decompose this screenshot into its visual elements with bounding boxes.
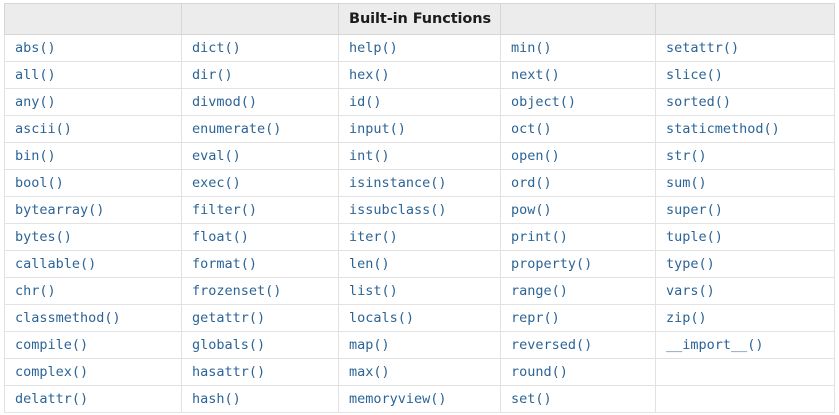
- builtin-function-cell[interactable]: bytearray(): [4, 196, 182, 224]
- table-header-cell-empty: [500, 3, 656, 35]
- table-row: all()dir()hex()next()slice(): [4, 61, 835, 89]
- table-row: bytes()float()iter()print()tuple(): [4, 223, 835, 251]
- builtin-function-cell[interactable]: abs(): [4, 34, 182, 62]
- builtin-function-cell[interactable]: any(): [4, 88, 182, 116]
- builtin-function-cell[interactable]: callable(): [4, 250, 182, 278]
- table-row: bin()eval()int()open()str(): [4, 142, 835, 170]
- table-row: ascii()enumerate()input()oct()staticmeth…: [4, 115, 835, 143]
- builtin-function-cell[interactable]: slice(): [655, 61, 835, 89]
- builtin-function-cell[interactable]: chr(): [4, 277, 182, 305]
- builtin-function-cell[interactable]: range(): [500, 277, 656, 305]
- builtin-function-cell[interactable]: staticmethod(): [655, 115, 835, 143]
- builtin-function-cell[interactable]: vars(): [655, 277, 835, 305]
- builtin-function-cell[interactable]: float(): [181, 223, 339, 251]
- builtin-function-cell[interactable]: delattr(): [4, 385, 182, 413]
- table-row: callable()format()len()property()type(): [4, 250, 835, 278]
- table-header-cell-empty: [655, 3, 835, 35]
- builtin-function-cell[interactable]: open(): [500, 142, 656, 170]
- table-cell-empty: [655, 385, 835, 413]
- builtin-function-cell[interactable]: setattr(): [655, 34, 835, 62]
- builtin-functions-table: Built-in Functions abs()dict()help()min(…: [4, 3, 835, 413]
- builtin-function-cell[interactable]: globals(): [181, 331, 339, 359]
- builtin-function-cell[interactable]: getattr(): [181, 304, 339, 332]
- builtin-function-cell[interactable]: bool(): [4, 169, 182, 197]
- table-header-cell-empty: [4, 3, 182, 35]
- table-row: abs()dict()help()min()setattr(): [4, 34, 835, 62]
- builtin-function-cell[interactable]: compile(): [4, 331, 182, 359]
- builtin-function-cell[interactable]: list(): [338, 277, 501, 305]
- builtin-function-cell[interactable]: format(): [181, 250, 339, 278]
- builtin-function-cell[interactable]: sorted(): [655, 88, 835, 116]
- table-body: abs()dict()help()min()setattr()all()dir(…: [4, 34, 835, 413]
- builtin-function-cell[interactable]: str(): [655, 142, 835, 170]
- table-row: delattr()hash()memoryview()set(): [4, 385, 835, 413]
- builtin-function-cell[interactable]: type(): [655, 250, 835, 278]
- table-cell-empty: [655, 358, 835, 386]
- builtin-function-cell[interactable]: reversed(): [500, 331, 656, 359]
- builtin-function-cell[interactable]: filter(): [181, 196, 339, 224]
- builtin-function-cell[interactable]: object(): [500, 88, 656, 116]
- builtin-function-cell[interactable]: eval(): [181, 142, 339, 170]
- builtin-function-cell[interactable]: hash(): [181, 385, 339, 413]
- table-row: any()divmod()id()object()sorted(): [4, 88, 835, 116]
- builtin-function-cell[interactable]: int(): [338, 142, 501, 170]
- table-row: bytearray()filter()issubclass()pow()supe…: [4, 196, 835, 224]
- builtin-function-cell[interactable]: sum(): [655, 169, 835, 197]
- table-row: bool()exec()isinstance()ord()sum(): [4, 169, 835, 197]
- table-title-header-cell: Built-in Functions: [338, 3, 501, 35]
- builtin-function-cell[interactable]: tuple(): [655, 223, 835, 251]
- builtin-function-cell[interactable]: classmethod(): [4, 304, 182, 332]
- builtin-function-cell[interactable]: iter(): [338, 223, 501, 251]
- table-row: complex()hasattr()max()round(): [4, 358, 835, 386]
- builtin-function-cell[interactable]: __import__(): [655, 331, 835, 359]
- builtin-function-cell[interactable]: help(): [338, 34, 501, 62]
- builtin-function-cell[interactable]: divmod(): [181, 88, 339, 116]
- builtin-function-cell[interactable]: dir(): [181, 61, 339, 89]
- builtin-function-cell[interactable]: oct(): [500, 115, 656, 143]
- builtin-function-cell[interactable]: super(): [655, 196, 835, 224]
- builtin-function-cell[interactable]: hasattr(): [181, 358, 339, 386]
- builtin-function-cell[interactable]: all(): [4, 61, 182, 89]
- builtin-function-cell[interactable]: complex(): [4, 358, 182, 386]
- builtin-function-cell[interactable]: id(): [338, 88, 501, 116]
- builtin-function-cell[interactable]: locals(): [338, 304, 501, 332]
- builtin-function-cell[interactable]: ascii(): [4, 115, 182, 143]
- builtin-function-cell[interactable]: frozenset(): [181, 277, 339, 305]
- builtin-function-cell[interactable]: len(): [338, 250, 501, 278]
- builtin-function-cell[interactable]: min(): [500, 34, 656, 62]
- builtin-function-cell[interactable]: pow(): [500, 196, 656, 224]
- builtin-function-cell[interactable]: bin(): [4, 142, 182, 170]
- table-header-row: Built-in Functions: [4, 3, 835, 35]
- builtin-function-cell[interactable]: bytes(): [4, 223, 182, 251]
- builtin-function-cell[interactable]: isinstance(): [338, 169, 501, 197]
- table-header-cell-empty: [181, 3, 339, 35]
- builtin-function-cell[interactable]: next(): [500, 61, 656, 89]
- table-row: chr()frozenset()list()range()vars(): [4, 277, 835, 305]
- builtin-function-cell[interactable]: round(): [500, 358, 656, 386]
- builtin-function-cell[interactable]: set(): [500, 385, 656, 413]
- builtin-function-cell[interactable]: dict(): [181, 34, 339, 62]
- table-header: Built-in Functions: [4, 3, 835, 35]
- builtin-function-cell[interactable]: ord(): [500, 169, 656, 197]
- table-row: classmethod()getattr()locals()repr()zip(…: [4, 304, 835, 332]
- builtin-function-cell[interactable]: exec(): [181, 169, 339, 197]
- table-row: compile()globals()map()reversed()__impor…: [4, 331, 835, 359]
- builtin-function-cell[interactable]: zip(): [655, 304, 835, 332]
- builtin-function-cell[interactable]: max(): [338, 358, 501, 386]
- builtin-function-cell[interactable]: print(): [500, 223, 656, 251]
- builtin-function-cell[interactable]: memoryview(): [338, 385, 501, 413]
- builtin-function-cell[interactable]: enumerate(): [181, 115, 339, 143]
- builtin-function-cell[interactable]: hex(): [338, 61, 501, 89]
- builtin-function-cell[interactable]: repr(): [500, 304, 656, 332]
- builtin-function-cell[interactable]: property(): [500, 250, 656, 278]
- builtin-function-cell[interactable]: issubclass(): [338, 196, 501, 224]
- builtin-function-cell[interactable]: input(): [338, 115, 501, 143]
- builtin-function-cell[interactable]: map(): [338, 331, 501, 359]
